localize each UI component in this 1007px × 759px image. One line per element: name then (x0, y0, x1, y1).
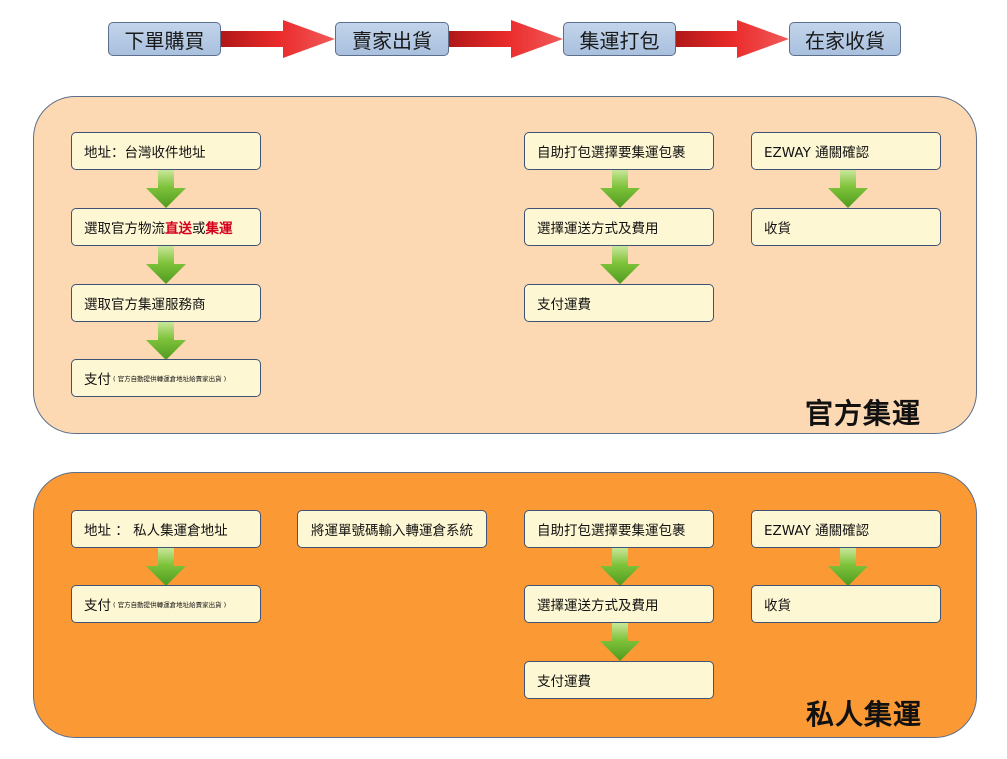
private-pay-box: 支付( 官方自動提供轉運倉地址給賣家出貨 ) (71, 585, 261, 623)
flow-step-order: 下單購買 (108, 22, 221, 56)
official-pay-box: 支付( 官方自動提供轉運倉地址給賣家出貨 ) (71, 359, 261, 397)
official-logistics-box: 選取官方物流直送或集運 (71, 208, 261, 246)
official-provider-box: 選取官方集運服務商 (71, 284, 261, 322)
official-payship-box: 支付運費 (524, 284, 714, 322)
official-method-box: 選擇運送方式及費用 (524, 208, 714, 246)
private-receive-box: 收貨 (751, 585, 941, 623)
logistics-consolidate-text: 集運 (205, 221, 233, 237)
flow-step-receive: 在家收貨 (789, 22, 901, 56)
down-arrow-icon (600, 170, 640, 208)
logistics-direct-text: 直送 (165, 221, 192, 237)
down-arrow-icon (146, 548, 186, 586)
private-tracking-box: 將運單號碼輸入轉運倉系統 (297, 510, 487, 548)
official-receive-box: 收貨 (751, 208, 941, 246)
down-arrow-icon (600, 246, 640, 284)
private-panel-title: 私人集運 (806, 698, 923, 731)
official-pack-box: 自助打包選擇要集運包裹 (524, 132, 714, 170)
private-pack-box: 自助打包選擇要集運包裹 (524, 510, 714, 548)
flow-arrow-right-2 (449, 20, 563, 58)
logistics-prefix-text: 選取官方物流 (84, 221, 165, 237)
private-payship-box: 支付運費 (524, 661, 714, 699)
down-arrow-icon (146, 170, 186, 208)
official-panel-title: 官方集運 (805, 397, 922, 430)
down-arrow-icon (146, 246, 186, 284)
pay-note: ( 官方自動提供轉運倉地址給賣家出貨 ) (113, 375, 227, 383)
flow-arrow-right-3 (676, 20, 789, 58)
flow-arrow-right-1 (221, 20, 335, 58)
pay-note: ( 官方自動提供轉運倉地址給賣家出貨 ) (113, 601, 227, 609)
pay-label: 支付 (84, 372, 111, 388)
logistics-or-text: 或 (192, 221, 206, 237)
private-ezway-box: EZWAY 通關確認 (751, 510, 941, 548)
flow-step-ship: 賣家出貨 (335, 22, 449, 56)
down-arrow-icon (600, 548, 640, 586)
down-arrow-icon (828, 170, 868, 208)
pay-label: 支付 (84, 598, 111, 614)
private-address-box: 地址 ： 私人集運倉地址 (71, 510, 261, 548)
down-arrow-icon (146, 322, 186, 360)
flow-step-pack: 集運打包 (563, 22, 676, 56)
down-arrow-icon (828, 548, 868, 586)
down-arrow-icon (600, 623, 640, 661)
official-address-box: 地址：台灣收件地址 (71, 132, 261, 170)
private-method-box: 選擇運送方式及費用 (524, 585, 714, 623)
official-ezway-box: EZWAY 通關確認 (751, 132, 941, 170)
